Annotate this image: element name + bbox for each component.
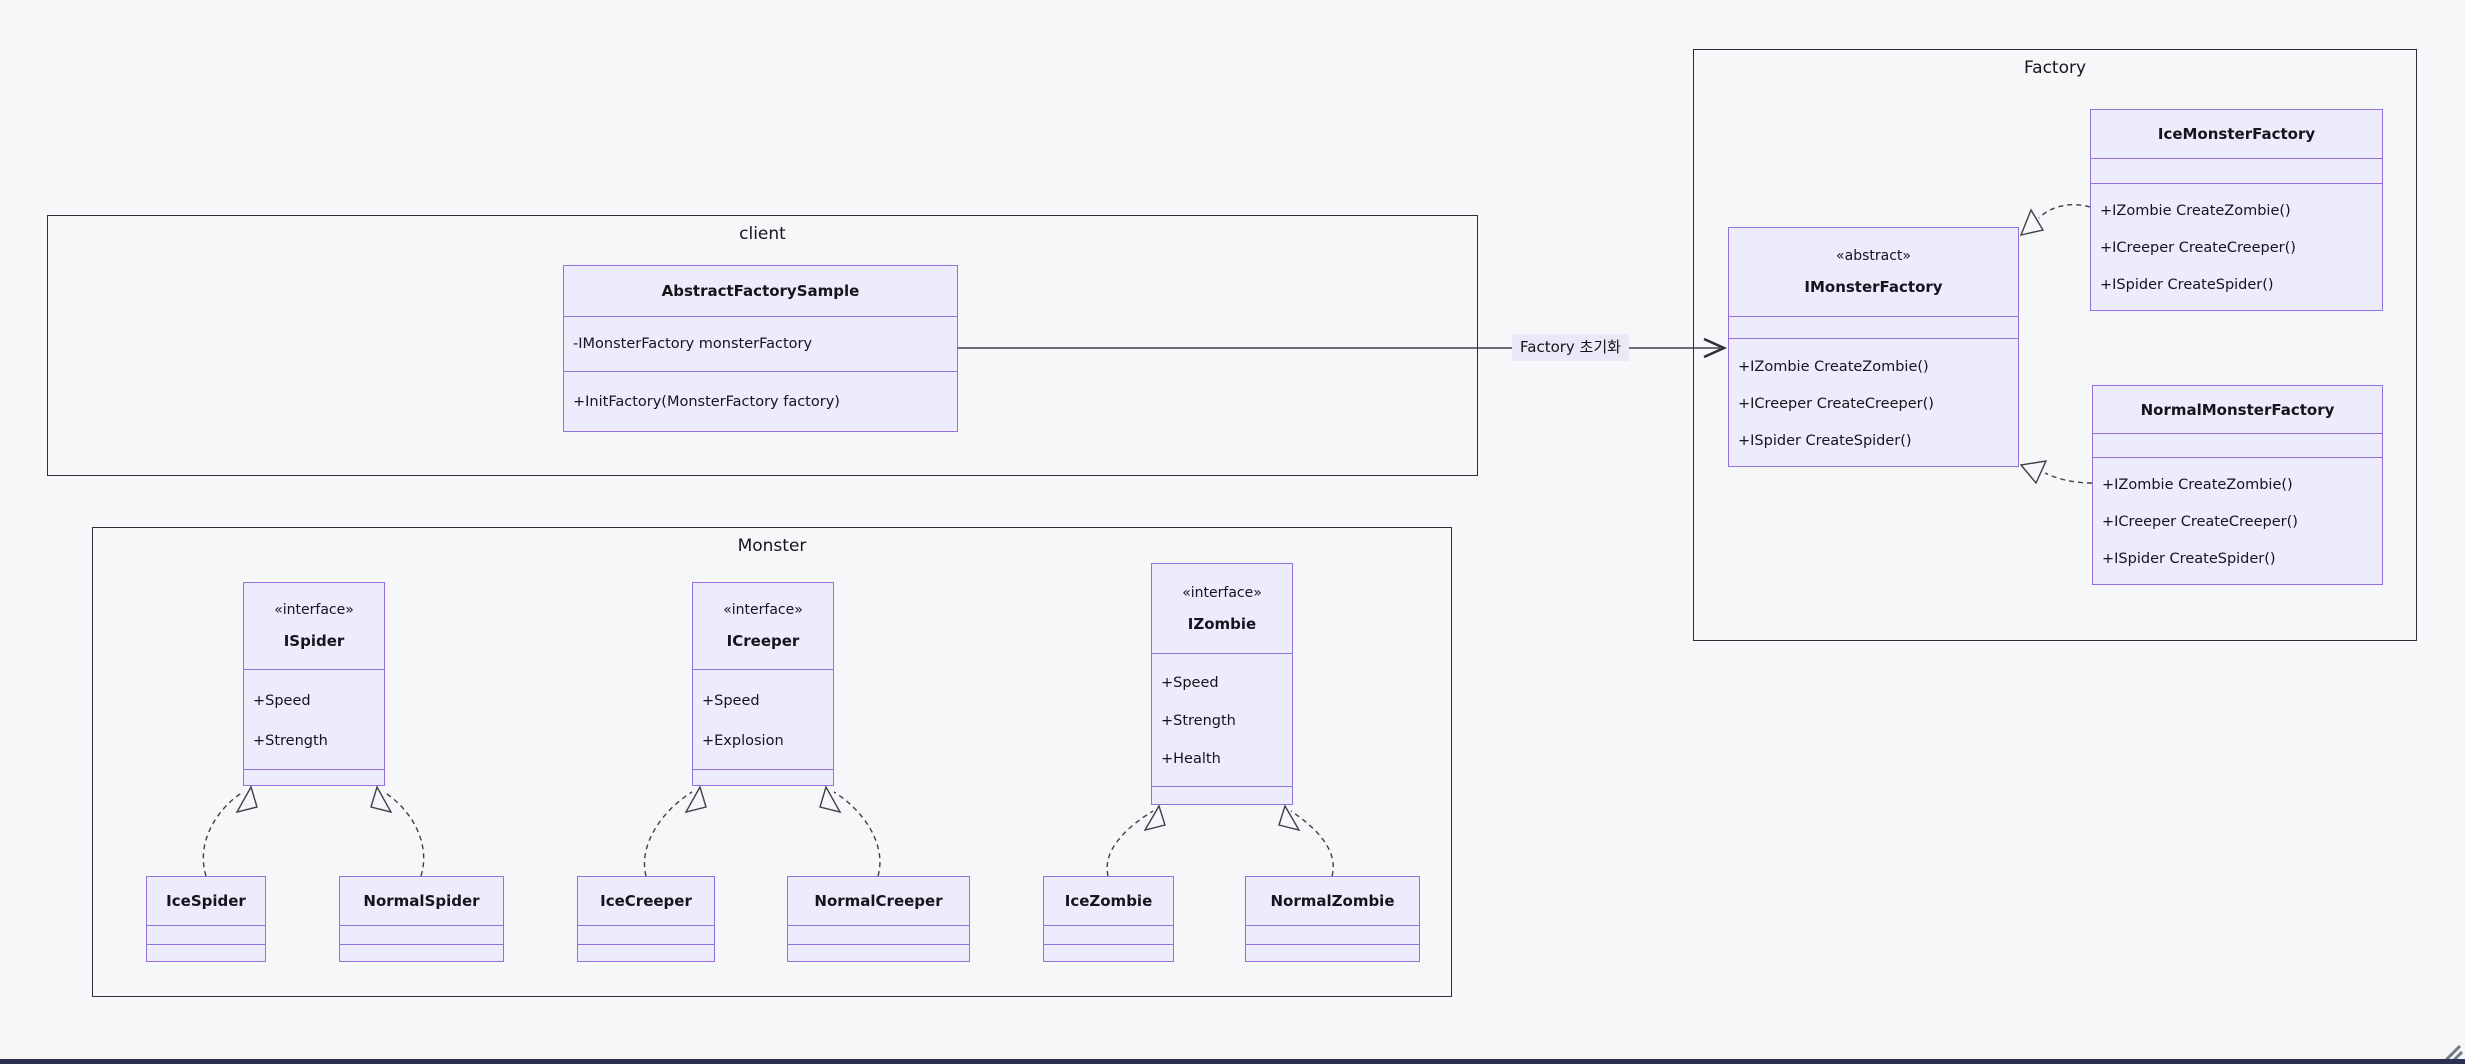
client-container: client [47, 215, 1478, 476]
empty-compartment [578, 925, 714, 944]
factory-container: Factory [1693, 49, 2417, 641]
empty-compartment [1729, 316, 2018, 338]
class-attribute: +Health [1161, 751, 1221, 767]
monster-container: Monster [92, 527, 1452, 997]
empty-compartment [1246, 925, 1419, 944]
empty-compartment [2093, 433, 2382, 457]
class-stereotype: «interface» [723, 602, 803, 618]
bottom-bar [0, 1059, 2465, 1064]
class-name: IZombie [1187, 614, 1257, 633]
class-name: IMonsterFactory [1804, 278, 1943, 296]
class-icemonsterfactory[interactable]: IceMonsterFactory +IZombie CreateZombie(… [2090, 109, 2383, 311]
class-method: +IZombie CreateZombie() [1738, 359, 1929, 375]
empty-compartment [1152, 786, 1292, 806]
class-name: IceZombie [1064, 892, 1153, 910]
class-name: NormalZombie [1270, 892, 1395, 910]
class-izombie[interactable]: «interface» IZombie +Speed +Strength +He… [1151, 563, 1293, 805]
empty-compartment [340, 944, 503, 963]
class-normalzombie[interactable]: NormalZombie [1245, 876, 1420, 962]
empty-compartment [1044, 925, 1173, 944]
class-stereotype: «interface» [1182, 584, 1262, 601]
empty-compartment [788, 925, 969, 944]
class-name: ISpider [283, 632, 345, 650]
class-attribute: -IMonsterFactory monsterFactory [573, 336, 813, 352]
class-attribute: +Speed [702, 693, 760, 709]
class-method: +ISpider CreateSpider() [1738, 433, 1912, 449]
class-method: +IZombie CreateZombie() [2100, 203, 2291, 219]
class-normalcreeper[interactable]: NormalCreeper [787, 876, 970, 962]
class-name: IceSpider [166, 892, 246, 910]
class-method: +ICreeper CreateCreeper() [2102, 514, 2298, 530]
class-icecreeper[interactable]: IceCreeper [577, 876, 715, 962]
class-normalspider[interactable]: NormalSpider [339, 876, 504, 962]
class-stereotype: «abstract» [1836, 248, 1911, 264]
class-attribute: +Speed [253, 693, 311, 709]
edge-label-factory-init: Factory 초기화 [1512, 334, 1629, 361]
class-name: NormalSpider [363, 892, 480, 910]
class-name: NormalCreeper [814, 892, 943, 910]
class-attribute: +Strength [1161, 713, 1236, 729]
class-icezombie[interactable]: IceZombie [1043, 876, 1174, 962]
class-normalmonsterfactory[interactable]: NormalMonsterFactory +IZombie CreateZomb… [2092, 385, 2383, 585]
class-abstractfactorysample[interactable]: AbstractFactorySample -IMonsterFactory m… [563, 265, 958, 432]
class-attribute: +Explosion [702, 733, 784, 749]
class-name: IceCreeper [600, 892, 692, 910]
class-method: +ISpider CreateSpider() [2102, 551, 2276, 567]
class-method: +ICreeper CreateCreeper() [2100, 240, 2296, 256]
container-title-client: client [739, 224, 786, 244]
empty-compartment [693, 769, 833, 787]
class-stereotype: «interface» [274, 602, 354, 618]
class-attribute: +Strength [253, 733, 328, 749]
empty-compartment [147, 944, 265, 963]
class-name: AbstractFactorySample [661, 282, 860, 300]
class-method: +ISpider CreateSpider() [2100, 277, 2274, 293]
container-title-factory: Factory [2023, 58, 2087, 78]
empty-compartment [147, 925, 265, 944]
class-ispider[interactable]: «interface» ISpider +Speed +Strength [243, 582, 385, 786]
empty-compartment [2091, 158, 2382, 183]
empty-compartment [1044, 944, 1173, 963]
empty-compartment [340, 925, 503, 944]
empty-compartment [1246, 944, 1419, 963]
class-icreeper[interactable]: «interface» ICreeper +Speed +Explosion [692, 582, 834, 786]
empty-compartment [788, 944, 969, 963]
class-name: NormalMonsterFactory [2140, 400, 2335, 419]
class-name: IceMonsterFactory [2157, 125, 2316, 143]
class-icespider[interactable]: IceSpider [146, 876, 266, 962]
class-name: ICreeper [726, 632, 800, 650]
class-imonsterfactory[interactable]: «abstract» IMonsterFactory +IZombie Crea… [1728, 227, 2019, 467]
empty-compartment [578, 944, 714, 963]
class-method: +InitFactory(MonsterFactory factory) [573, 394, 840, 410]
empty-compartment [244, 769, 384, 787]
class-method: +IZombie CreateZombie() [2102, 477, 2293, 493]
class-attribute: +Speed [1161, 675, 1219, 691]
container-title-monster: Monster [737, 536, 807, 556]
class-method: +ICreeper CreateCreeper() [1738, 396, 1934, 412]
